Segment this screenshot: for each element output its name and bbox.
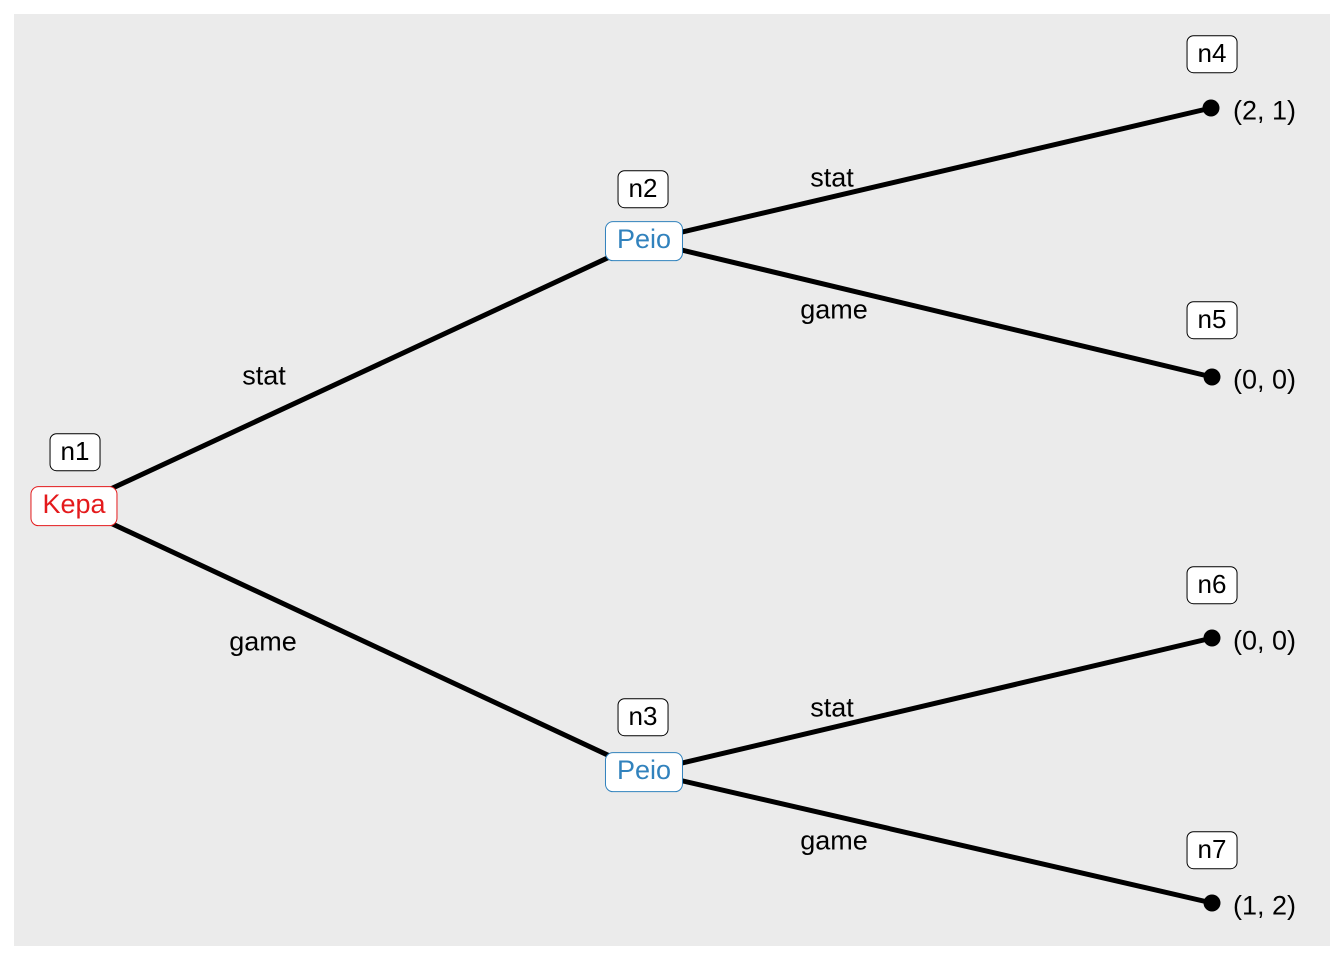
edge-label-n2-stat: stat	[810, 162, 854, 193]
edge-label-n1-game: game	[229, 626, 297, 657]
player-node-n1-kepa: Kepa	[30, 486, 118, 526]
terminal-dot-n7	[1203, 894, 1221, 912]
node-id-n4: n4	[1186, 35, 1238, 73]
player-node-n2-peio: Peio	[604, 221, 684, 261]
node-id-n6: n6	[1186, 566, 1238, 604]
node-id-n1: n1	[49, 433, 101, 471]
edge-n3-n7	[643, 769, 1213, 906]
payoff-n4: (2, 1)	[1233, 95, 1297, 126]
edge-label-n3-game: game	[800, 825, 868, 856]
payoff-n5: (0, 0)	[1233, 364, 1297, 395]
terminal-dot-n4	[1202, 99, 1220, 117]
node-id-n7: n7	[1186, 831, 1238, 869]
payoff-n7: (1, 2)	[1233, 890, 1297, 921]
edge-label-n2-game: game	[800, 294, 868, 325]
terminal-dot-n5	[1203, 368, 1221, 386]
node-id-n5: n5	[1186, 301, 1238, 339]
player-node-n3-peio: Peio	[604, 752, 684, 792]
edge-n3-n6	[643, 635, 1213, 775]
edge-label-n1-stat: stat	[242, 360, 286, 391]
edge-n2-n4	[643, 105, 1212, 244]
payoff-n6: (0, 0)	[1233, 625, 1297, 656]
terminal-dot-n6	[1203, 629, 1221, 647]
node-id-n2: n2	[617, 170, 669, 208]
edge-label-n3-stat: stat	[810, 692, 854, 723]
edge-n1-n3	[72, 503, 646, 775]
edge-n2-n5	[643, 238, 1213, 380]
edge-n1-n2	[72, 238, 646, 509]
node-id-n3: n3	[617, 698, 669, 736]
